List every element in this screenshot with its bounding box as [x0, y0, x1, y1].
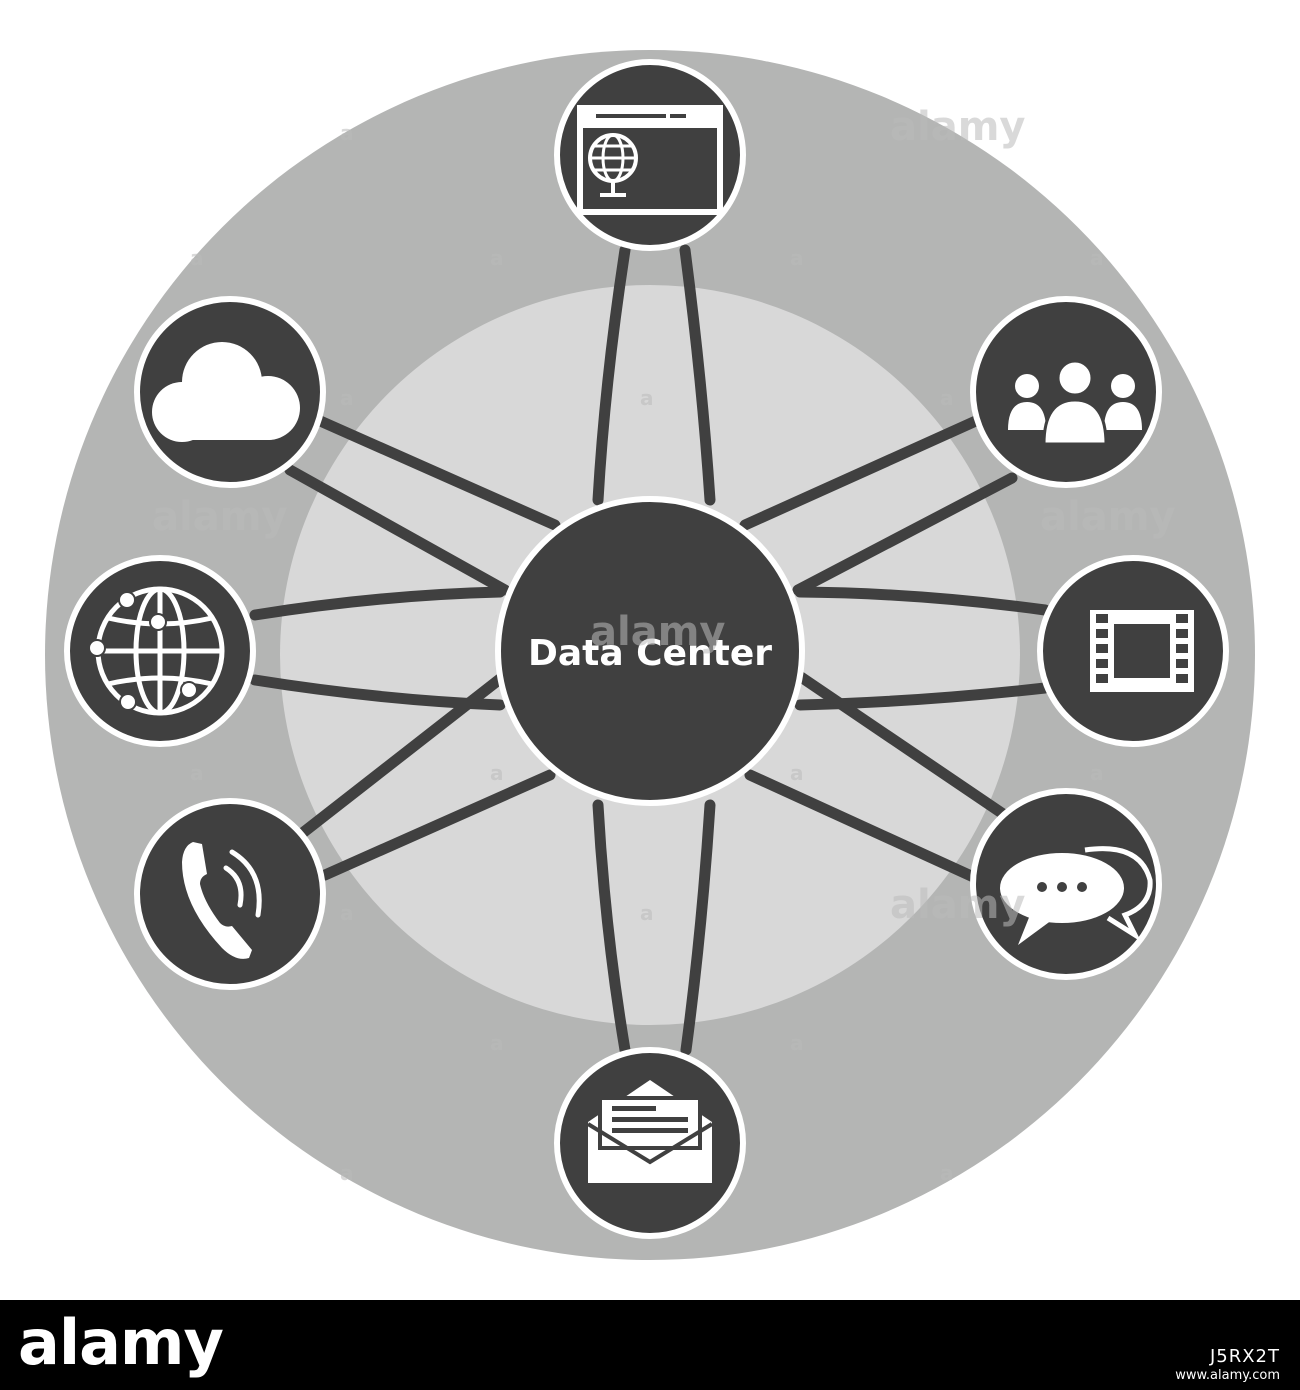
- svg-text:alamy: alamy: [890, 104, 1025, 150]
- chat-bubbles-icon: [1000, 846, 1153, 945]
- footer-logo: alamy: [18, 1306, 224, 1379]
- svg-text:alamy: alamy: [152, 494, 287, 540]
- cloud-icon: [152, 342, 300, 442]
- svg-text:a: a: [190, 246, 204, 270]
- web-browser-icon: [577, 105, 723, 215]
- svg-text:a: a: [640, 901, 654, 925]
- data-center-diagram: Data Center: [45, 50, 1255, 1260]
- line-network-1: [249, 586, 506, 621]
- watermarks: alamy alamy alamy alamy alamy a a a a a …: [152, 104, 1175, 1185]
- connection-lines: [249, 244, 1051, 1056]
- footer-bar: alamy J5RX2T www.alamy.com: [0, 1300, 1300, 1390]
- data-center-label: Data Center: [528, 633, 772, 674]
- svg-text:a: a: [340, 901, 354, 925]
- svg-text:a: a: [1090, 246, 1104, 270]
- svg-text:a: a: [940, 386, 954, 410]
- svg-text:a: a: [490, 1031, 504, 1055]
- svg-text:a: a: [940, 1161, 954, 1185]
- line-bottom-left: [592, 799, 631, 1056]
- line-video-1: [794, 586, 1051, 616]
- svg-text:a: a: [1090, 761, 1104, 785]
- line-phone-1: [294, 669, 511, 841]
- svg-text:a: a: [340, 386, 354, 410]
- line-chat-1: [792, 669, 1018, 826]
- svg-text:alamy: alamy: [890, 882, 1025, 928]
- phone-icon: [182, 842, 262, 959]
- line-cloud-2: [284, 464, 511, 596]
- line-phone-2: [319, 769, 556, 881]
- node-users[interactable]: [970, 296, 1162, 488]
- film-strip-icon: [1090, 610, 1194, 692]
- svg-text:a: a: [190, 761, 204, 785]
- svg-text:alamy: alamy: [1040, 494, 1175, 540]
- svg-text:a: a: [490, 246, 504, 270]
- svg-text:a: a: [640, 386, 654, 410]
- users-group-icon: [1008, 359, 1142, 446]
- footer-image-id: J5RX2T: [1209, 1346, 1280, 1367]
- line-users-2: [792, 472, 1018, 596]
- svg-text:a: a: [790, 761, 804, 785]
- network-globe-icon: [88, 586, 225, 716]
- svg-text:a: a: [790, 246, 804, 270]
- line-video-2: [794, 682, 1051, 711]
- svg-text:a: a: [790, 1031, 804, 1055]
- data-center-hub[interactable]: Data Center: [495, 496, 805, 806]
- svg-text:a: a: [340, 121, 354, 145]
- node-cloud[interactable]: [134, 296, 326, 488]
- node-chat[interactable]: [970, 788, 1162, 980]
- node-phone[interactable]: [134, 798, 326, 990]
- line-chat-2: [744, 769, 986, 886]
- line-cloud-1: [312, 414, 561, 531]
- footer-url: www.alamy.com: [1175, 1368, 1280, 1383]
- svg-text:a: a: [490, 761, 504, 785]
- line-top-left: [592, 244, 631, 506]
- node-web-browser[interactable]: [554, 59, 746, 251]
- envelope-icon: [586, 1080, 714, 1183]
- line-bottom-right: [680, 799, 716, 1056]
- line-top-right: [679, 244, 716, 506]
- node-video[interactable]: [1037, 555, 1229, 747]
- node-network[interactable]: [64, 555, 256, 747]
- line-users-1: [739, 414, 984, 531]
- svg-text:a: a: [340, 1161, 354, 1185]
- svg-text:alamy: alamy: [590, 609, 725, 655]
- node-email[interactable]: [554, 1047, 746, 1239]
